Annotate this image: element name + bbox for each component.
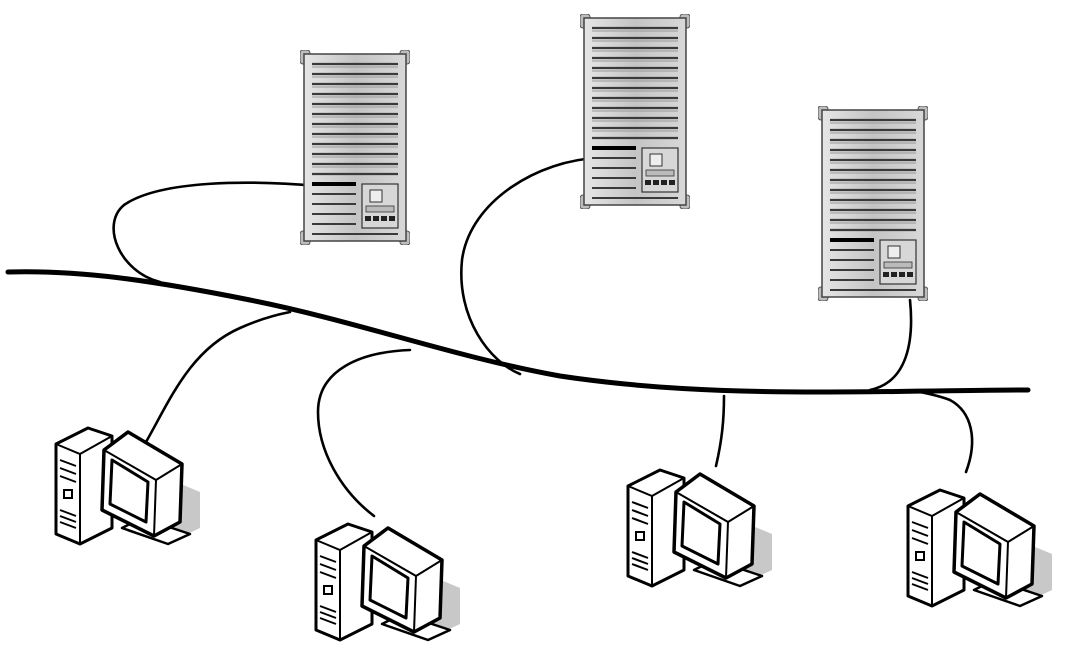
server-1-cable — [112, 181, 320, 284]
workstation-3-icon — [626, 468, 774, 588]
server-2-icon — [580, 14, 690, 209]
workstation-2-icon — [314, 522, 462, 642]
workstation-4-cable — [918, 390, 974, 474]
network-backbone — [5, 269, 1031, 395]
server-1-icon — [300, 50, 410, 245]
workstation-1-cable — [144, 310, 292, 444]
server-3-cable — [868, 298, 913, 392]
workstation-1-icon — [54, 426, 202, 546]
workstation-3-cable — [714, 394, 726, 468]
workstation-4-icon — [906, 488, 1054, 608]
server-3-icon — [818, 106, 928, 301]
workstation-2-cable — [316, 348, 412, 518]
server-2-cable — [460, 156, 600, 376]
